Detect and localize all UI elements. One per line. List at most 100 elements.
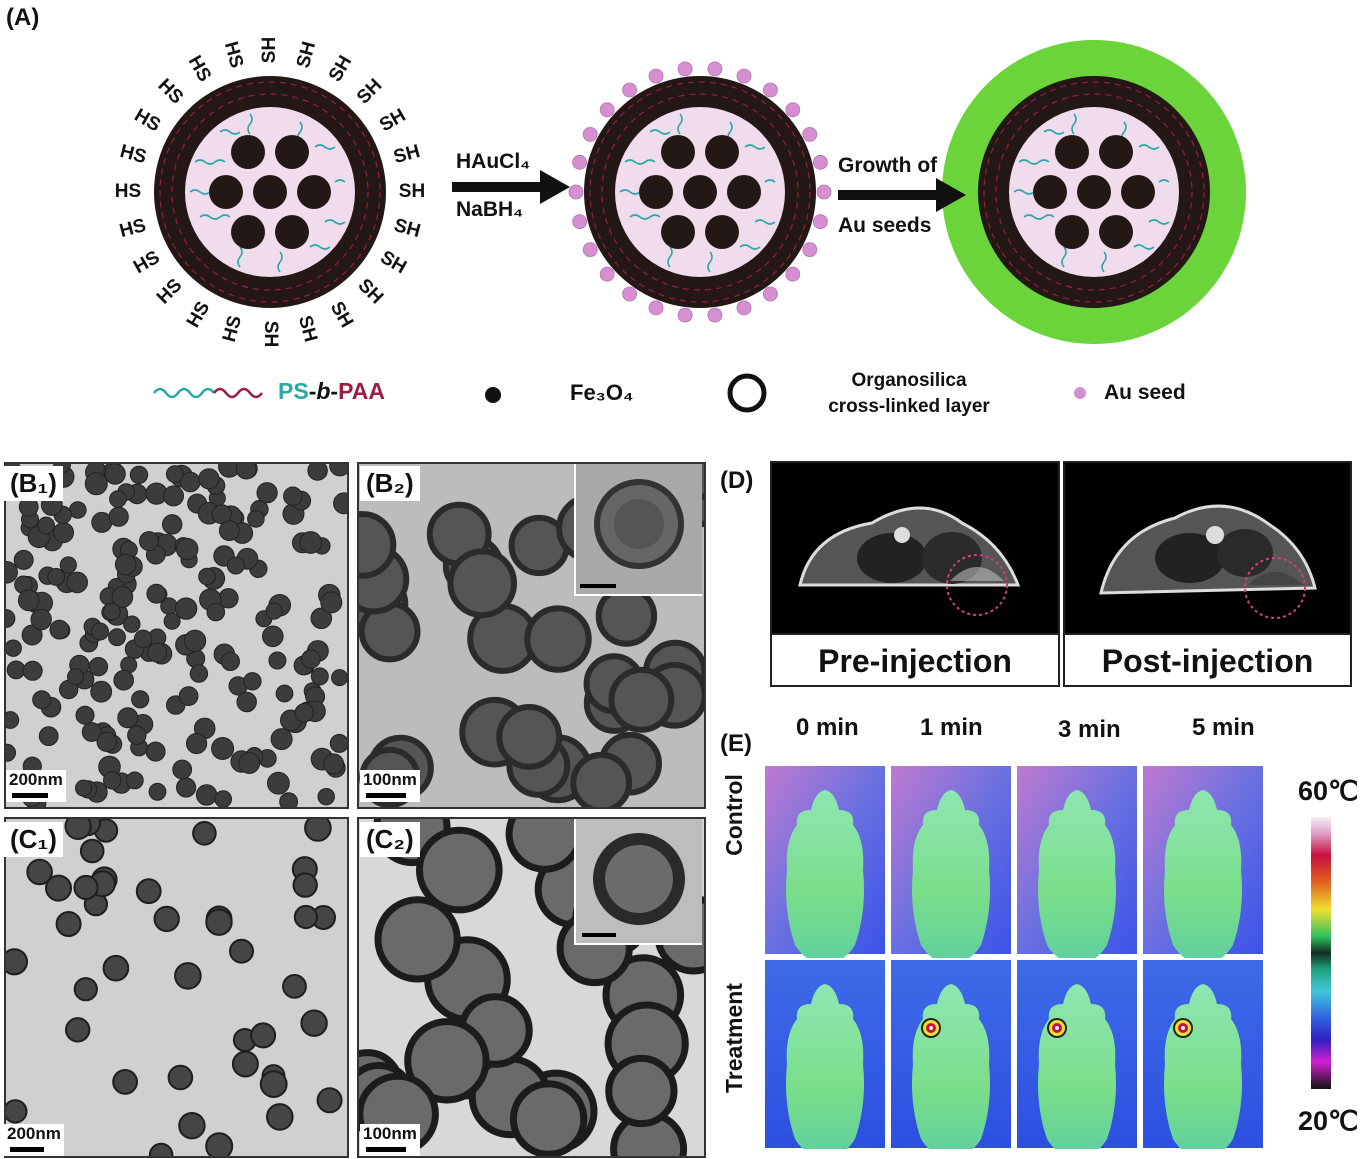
nanoparticle [300, 1009, 328, 1037]
legend-fe3o4-dot [485, 387, 501, 403]
au-seed [707, 61, 723, 77]
row-label-control: Control [721, 774, 747, 856]
nanoparticle [69, 501, 87, 519]
nanoparticle [198, 468, 220, 490]
thermal-image-grid [763, 765, 1265, 1149]
nanoparticle [127, 725, 147, 745]
nanoparticle [59, 556, 77, 574]
nanoparticle [135, 878, 162, 905]
nanoparticle [374, 896, 461, 983]
nanoparticle [265, 602, 283, 620]
mri-post: Post-injection [1063, 461, 1352, 687]
nanoparticle [167, 1064, 194, 1091]
nanoparticle [45, 874, 72, 902]
nanoparticle [605, 1054, 678, 1128]
nanoparticle [103, 602, 121, 621]
nanoparticle [102, 954, 130, 982]
arrow-1 [452, 170, 570, 204]
nanoparticle [49, 619, 70, 640]
nanoparticle [6, 609, 16, 628]
panel-b2-label: (B₂) [360, 466, 420, 501]
nanoparticle [163, 612, 181, 630]
nanoparticle [320, 591, 343, 614]
nanoparticle [111, 586, 134, 609]
nanoparticle [238, 752, 261, 775]
scale-bar-c2: 100nm [360, 1124, 420, 1156]
nanoparticle [117, 707, 139, 729]
legend-polymer-icon [153, 387, 263, 399]
pre-injection-label: Pre-injection [772, 633, 1058, 687]
nanoparticle [279, 792, 298, 807]
nanoparticle [505, 819, 584, 873]
nanoparticle [256, 482, 278, 504]
nanoparticle [67, 668, 84, 686]
nanoparticle [178, 686, 199, 707]
nanoparticle [243, 672, 262, 691]
nanoparticle [404, 1018, 490, 1104]
nanoparticle [268, 651, 287, 670]
nanoparticle [226, 556, 245, 575]
nanoparticle [17, 589, 40, 612]
nanoparticle [304, 819, 332, 842]
thiol-label: HS [114, 181, 142, 202]
nanoparticle [73, 977, 98, 1002]
nanoparticle [180, 471, 201, 493]
au-seed [763, 286, 778, 302]
control-thermal-cell [889, 765, 1013, 965]
au-seed [622, 286, 637, 302]
nanoparticle [131, 690, 150, 709]
nanoparticle [316, 1087, 343, 1114]
nanoparticle [211, 737, 235, 760]
au-seed [802, 127, 818, 142]
legend-layer-ring [727, 373, 767, 413]
nanoparticle [220, 651, 240, 671]
nanoparticle [229, 938, 254, 964]
nanoparticle [359, 511, 397, 579]
nanoparticle [6, 948, 28, 976]
nanoparticle [275, 684, 294, 703]
nanoparticle [333, 492, 347, 515]
nanoparticle [331, 669, 347, 687]
nanoparticle [206, 602, 226, 622]
nanoparticle [195, 784, 218, 806]
control-thermal-cell [763, 765, 887, 965]
nanoparticle [146, 583, 167, 604]
nanoparticle [282, 974, 307, 999]
nanoparticle [108, 628, 126, 647]
nanoparticle [6, 561, 18, 584]
nanoparticle [178, 1112, 206, 1140]
au-seed [813, 154, 828, 170]
scale-bar-b1: 200nm [6, 770, 66, 802]
au-seed [648, 300, 664, 316]
thiol-particle [154, 76, 386, 308]
nanoparticle [496, 704, 563, 770]
nanoparticle [205, 1132, 234, 1156]
nanoparticle [6, 711, 20, 729]
treatment-thermal-cell [1015, 958, 1139, 1149]
nanoparticle [447, 548, 517, 619]
panel-c2-label: (C₂) [360, 822, 420, 857]
nanoparticle [104, 464, 126, 485]
control-thermal-cell [1015, 765, 1139, 965]
nanoparticle [47, 568, 66, 586]
nanoparticle [293, 904, 318, 930]
nanoparticle [301, 649, 321, 669]
nanoparticle [6, 1099, 28, 1124]
legend-layer-label: Organosilica cross-linked layer [828, 370, 990, 417]
au-seed [785, 102, 801, 118]
scale-min-label: 20℃ [1298, 1106, 1359, 1136]
legend-au-seed-label: Au seed [1104, 381, 1186, 404]
nanoparticle [310, 607, 333, 630]
nanoparticle [176, 777, 197, 798]
panel-a-scheme [153, 40, 1246, 413]
panel-a-label: (A) [6, 4, 40, 31]
nanoparticle [75, 705, 95, 725]
nanoparticle [153, 905, 180, 933]
nanoparticle [163, 485, 184, 507]
nanoparticle [22, 660, 43, 681]
au-seed [736, 300, 752, 316]
au-seed [816, 184, 832, 200]
nanoparticle [165, 465, 184, 483]
nanoparticle [162, 514, 183, 535]
arrow2-bottom-text: Au seeds [838, 214, 932, 237]
